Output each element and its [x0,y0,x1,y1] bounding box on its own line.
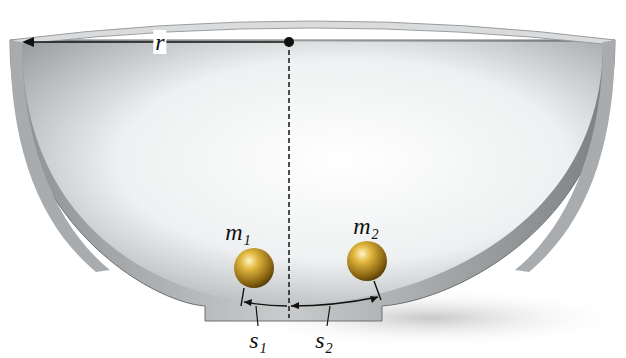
arc-s2 [291,297,378,306]
radius-label: r [153,30,166,54]
tick-s1 [241,288,244,306]
bowl-inner [22,42,603,305]
leader-s1 [256,306,258,326]
bowl-rim [10,21,615,44]
leader-s2 [327,306,330,326]
arc-s1-head [244,299,252,306]
mass-label: m₂ [351,214,381,238]
ball-m1 [234,248,274,288]
arc-length-label: s₁ [247,328,269,352]
bowl-body [10,40,615,321]
ball-m2 [347,241,387,281]
cut-face-left [10,40,110,272]
arc-s2-head-left [291,302,299,309]
radius-arrowhead [22,37,34,47]
center-dot [284,37,294,47]
mass-label: m₁ [223,220,253,244]
cut-face-right [515,40,615,272]
vertical-axis [288,42,290,318]
arc-length-label: s₂ [313,328,335,352]
arc-s2-head-right [370,296,378,303]
